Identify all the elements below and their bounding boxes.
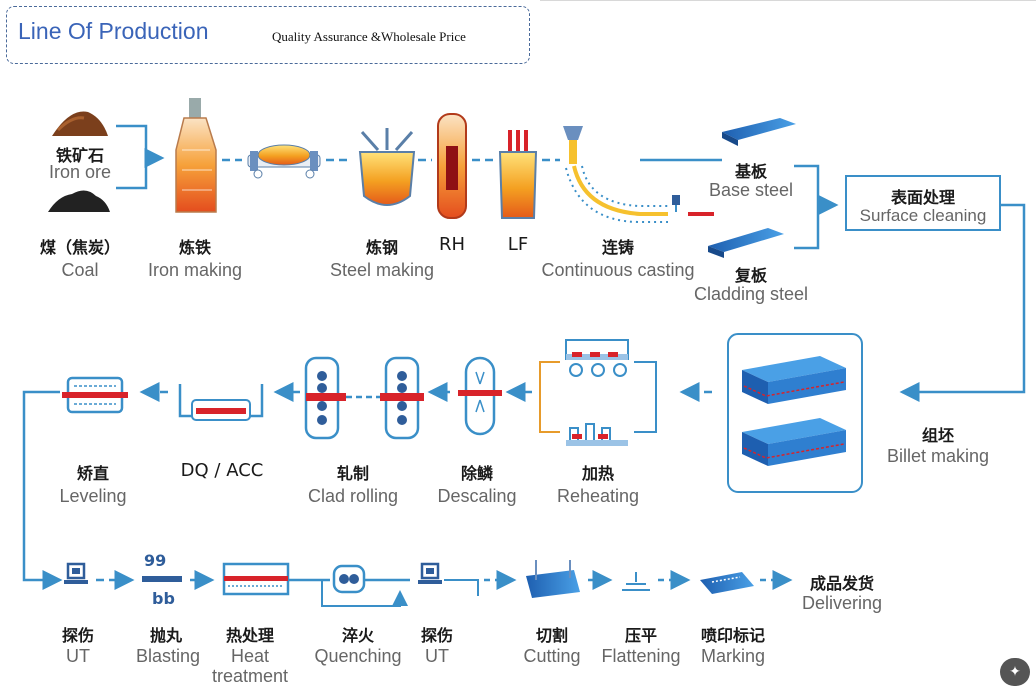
label-coal-zh: 煤（焦炭） [39, 238, 121, 257]
rh-vessel-icon [437, 113, 467, 219]
cladding-steel-plate-icon [708, 228, 784, 258]
rolling-mill-icon [304, 356, 424, 440]
heat-treatment-furnace-icon [222, 562, 290, 596]
label-delivering-zh: 成品发货 [809, 574, 875, 593]
top-divider [540, 0, 1036, 3]
iron-ore-icon [52, 111, 108, 136]
label-billet-making-zh: 组坯 [921, 426, 955, 445]
label-reheating-en: Reheating [556, 486, 640, 506]
label-ut1-zh: 探伤 [61, 626, 95, 645]
label-dq-acc: DQ / ACC [180, 460, 264, 481]
label-surface-cleaning-zh: 表面处理 [890, 188, 956, 207]
descaler-icon [458, 356, 502, 436]
magic-wand-icon[interactable]: ✦ [1000, 658, 1030, 686]
label-blasting-en: Blasting [135, 646, 201, 666]
label-steel-making-zh: 炼钢 [365, 238, 399, 257]
ut-icon-1 [64, 562, 88, 584]
label-delivering-en: Delivering [801, 593, 883, 613]
label-coal-en: Coal [61, 260, 99, 280]
label-leveling-zh: 矫直 [76, 464, 110, 483]
plates-merge-arrow [794, 164, 836, 250]
label-rh: RH [438, 234, 466, 255]
marking-icon [700, 572, 754, 594]
label-leveling-en: Leveling [59, 486, 127, 506]
label-reheating-zh: 加热 [581, 464, 615, 483]
label-blasting-zh: 抛丸 [149, 626, 183, 645]
label-iron-ore-zh: 铁矿石 [55, 146, 105, 165]
flattening-icon [622, 572, 650, 591]
leveler-icon [62, 376, 128, 414]
ore-coal-merge-arrow [116, 124, 162, 190]
label-heat-treatment-en1: Heat [230, 646, 270, 666]
label-cutting-en: Cutting [523, 646, 581, 666]
label-heat-treatment-en2: treatment [211, 666, 289, 686]
coal-icon [48, 190, 110, 212]
label-flattening-zh: 压平 [624, 626, 658, 645]
blast-furnace-icon [175, 98, 217, 213]
ut-icon-2 [418, 562, 442, 584]
label-continuous-casting-en: Continuous casting [541, 260, 695, 280]
billet-icon [742, 356, 846, 466]
label-cladding-steel-zh: 复板 [734, 266, 768, 285]
label-ut1-en: UT [66, 646, 90, 666]
flow-line-16 [444, 579, 479, 596]
cutting-icon [526, 560, 580, 598]
label-ut2-en: UT [425, 646, 449, 666]
quenching-icon [332, 564, 366, 594]
dq-acc-icon [178, 384, 264, 421]
billet-box [727, 333, 863, 493]
label-continuous-casting-zh: 连铸 [601, 238, 635, 257]
label-heat-treatment-zh: 热处理 [225, 626, 275, 645]
label-billet-making-en: Billet making [886, 446, 990, 466]
label-clad-rolling-zh: 轧制 [336, 464, 370, 483]
to-row3-arrow [22, 390, 63, 590]
label-ut2-zh: 探伤 [420, 626, 454, 645]
page-subtitle: Quality Assurance &Wholesale Price [272, 29, 466, 44]
page-title: Line Of Production [18, 18, 209, 44]
label-steel-making-en: Steel making [329, 260, 435, 280]
blasting-icon: 99 bb [142, 551, 182, 608]
label-quenching-zh: 淬火 [341, 626, 375, 645]
lf-furnace-icon [498, 130, 538, 219]
svg-text:bb: bb [152, 589, 175, 608]
label-marking-zh: 喷印标记 [700, 626, 766, 645]
label-marking-en: Marking [700, 646, 766, 666]
label-base-steel-en: Base steel [708, 180, 794, 200]
to-billet-arrow [899, 203, 1026, 402]
label-descaling-zh: 除鳞 [460, 464, 494, 483]
reheating-furnace-icon [539, 339, 657, 446]
header-box [6, 6, 530, 64]
label-descaling-en: Descaling [437, 486, 517, 506]
torpedo-car-icon [247, 144, 321, 179]
base-steel-plate-icon [722, 118, 796, 146]
surface-cleaning-box [845, 175, 1001, 231]
label-quenching-en: Quenching [314, 646, 402, 666]
label-iron-making-en: Iron making [147, 260, 243, 280]
label-iron-making-zh: 炼铁 [178, 238, 212, 257]
converter-icon [358, 128, 416, 206]
svg-text:99: 99 [144, 551, 166, 570]
continuous-caster-icon [563, 126, 714, 223]
bypass-arrow [321, 580, 408, 607]
label-base-steel-zh: 基板 [734, 162, 768, 181]
label-iron-ore-en: Iron ore [48, 162, 112, 182]
label-flattening-en: Flattening [601, 646, 681, 666]
label-clad-rolling-en: Clad rolling [307, 486, 399, 506]
label-lf: LF [507, 234, 529, 255]
label-cutting-zh: 切割 [535, 626, 569, 645]
label-surface-cleaning-en: Surface cleaning [859, 206, 987, 225]
label-cladding-steel-en: Cladding steel [693, 284, 809, 304]
